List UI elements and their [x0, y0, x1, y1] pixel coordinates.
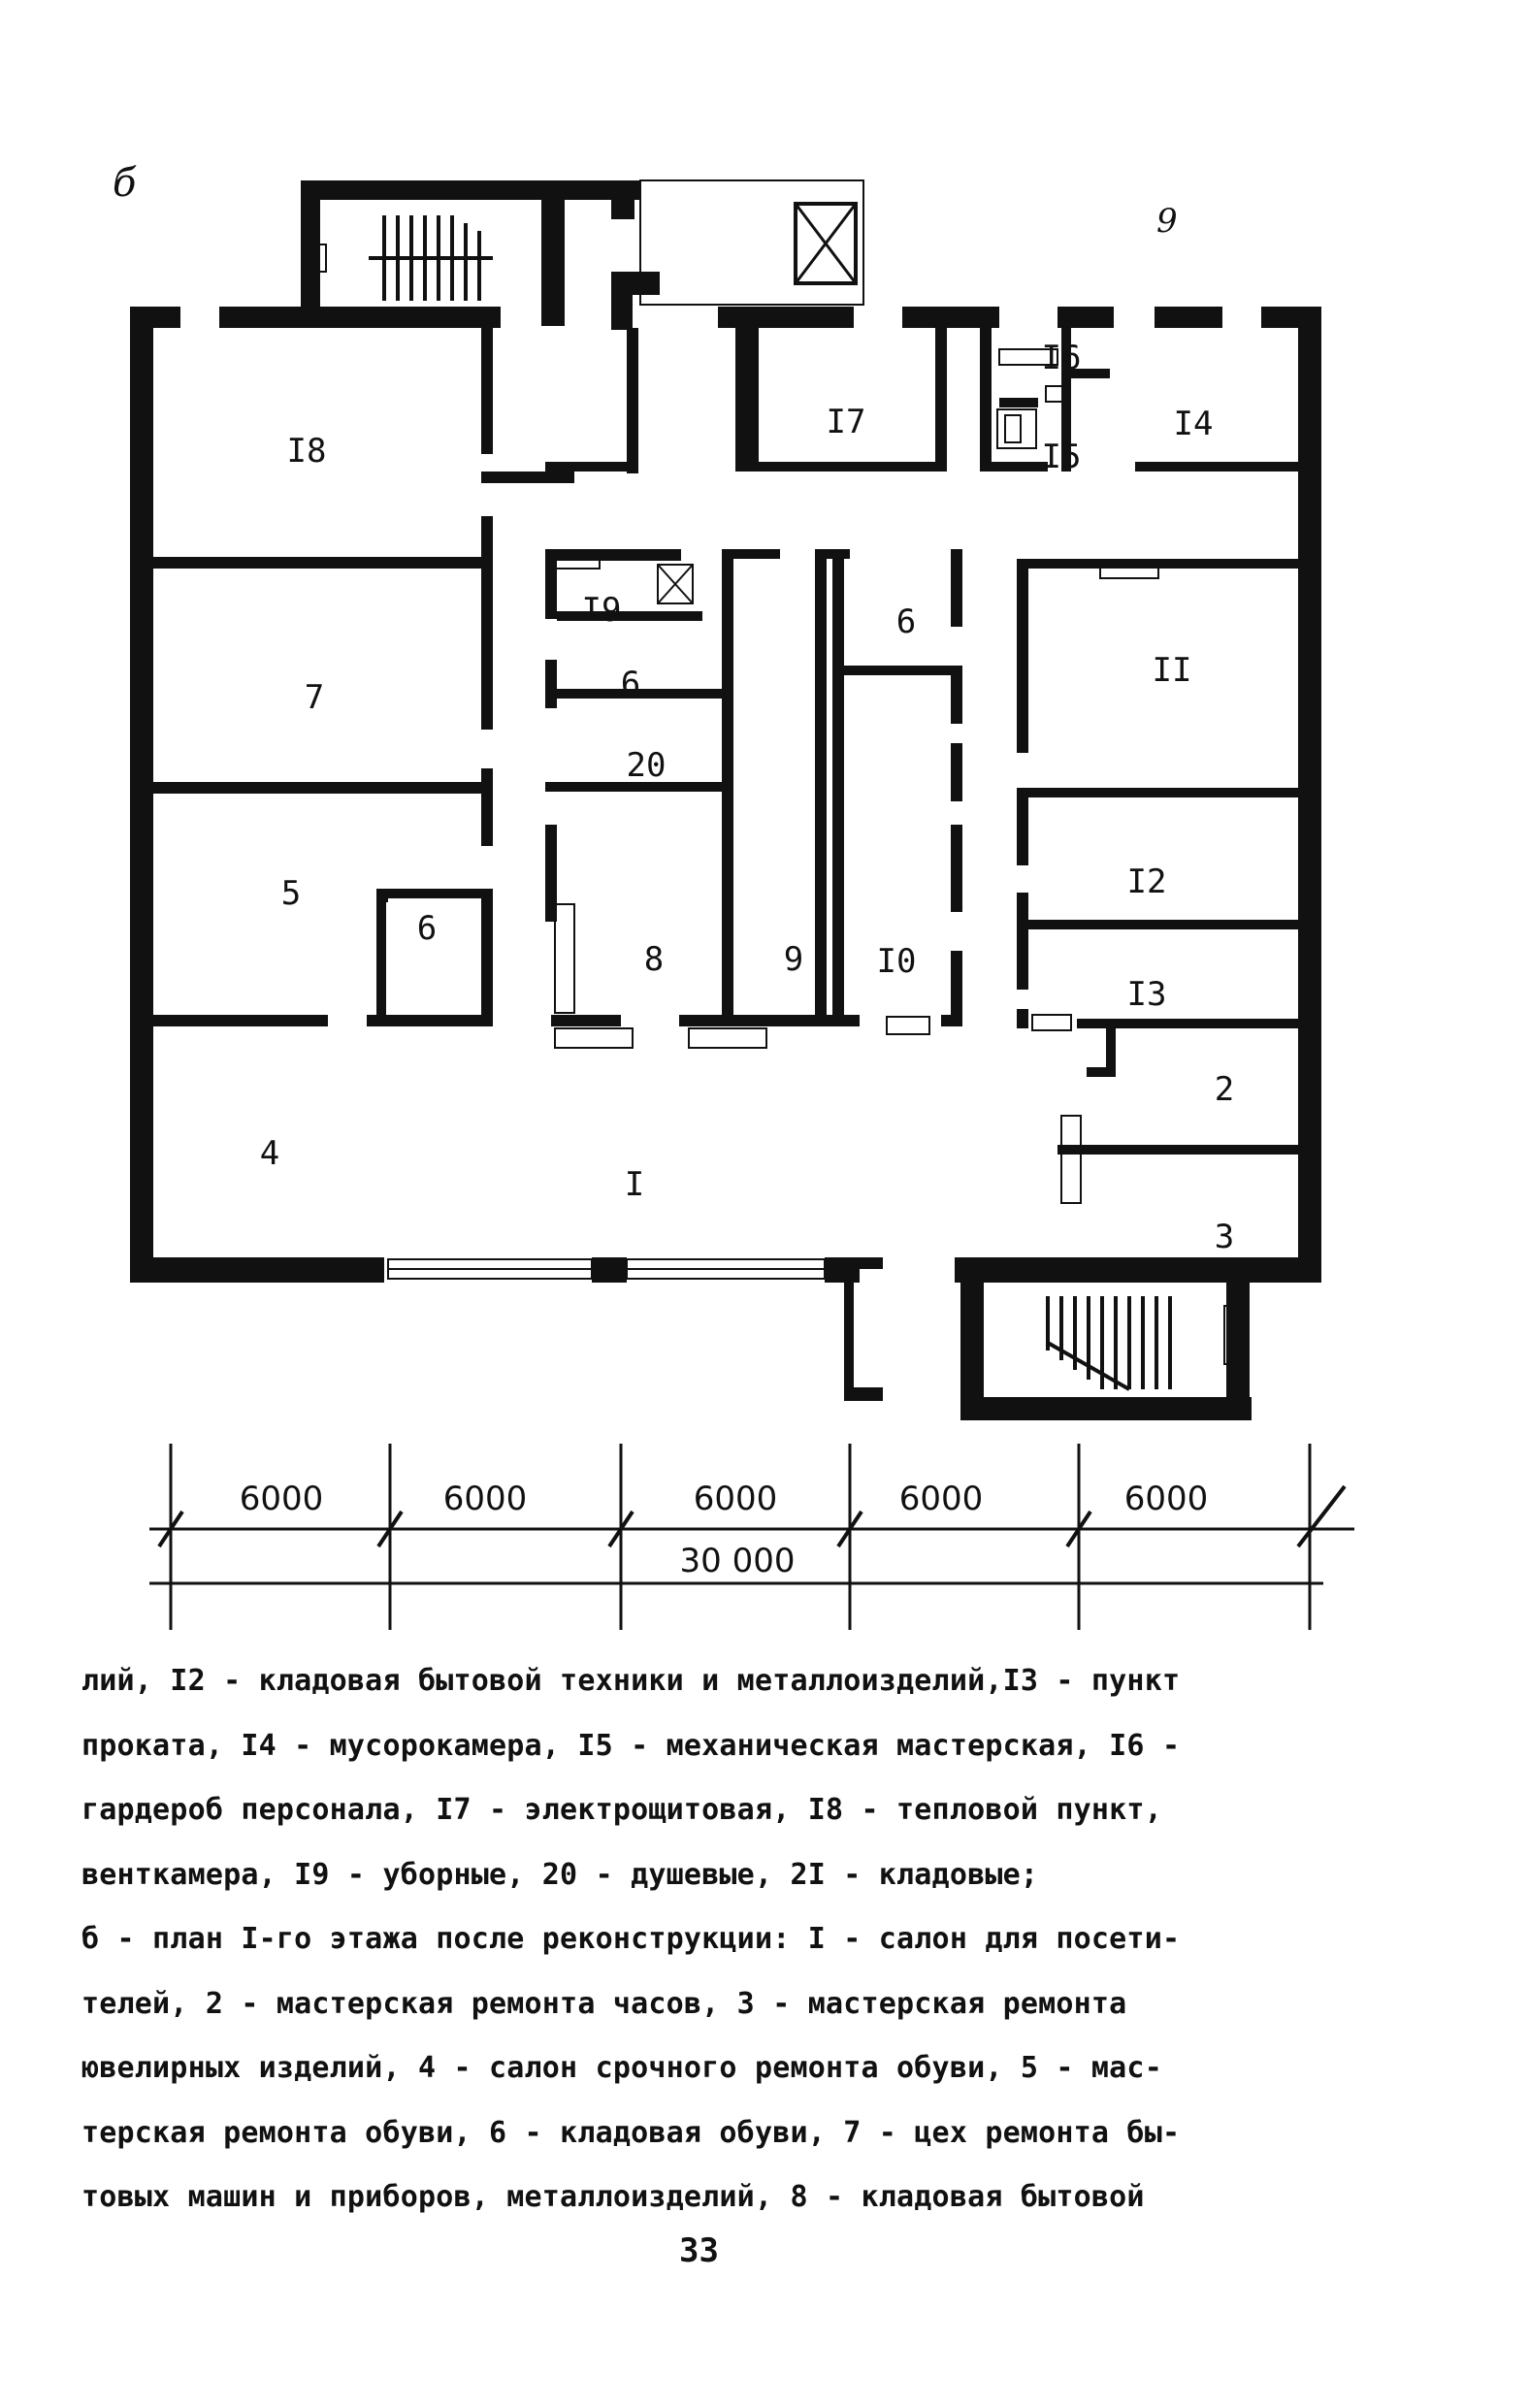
room-label-13: I3 — [1127, 975, 1167, 1014]
room-label-14: I4 — [1174, 405, 1214, 443]
room-label-6-center: 6 — [621, 665, 640, 703]
room-label-7: 7 — [305, 678, 324, 717]
page-number: 33 — [679, 2231, 719, 2270]
dimension-span-3: 6000 — [694, 1480, 778, 1518]
room-label-11: II — [1153, 651, 1192, 690]
interior-walls — [153, 328, 1298, 1155]
room-label-10: I0 — [877, 942, 917, 981]
dimension-span-5: 6000 — [1124, 1480, 1209, 1518]
room-label-5: 5 — [281, 874, 301, 913]
room-label-6-upper-right: 6 — [896, 602, 916, 641]
room-labels: I8 I7 I6 I5 I4 I9 6 20 6 II 7 5 6 8 9 I0… — [260, 339, 1234, 1256]
dimension-total: 30 000 — [680, 1542, 796, 1580]
dimension-span-4: 6000 — [899, 1480, 984, 1518]
caption-line: товых машин и приборов, металлоизделий, … — [81, 2180, 1145, 2214]
caption-line: телей, 2 - мастерская ремонта часов, 3 -… — [81, 1986, 1127, 2021]
dimension-span-2: 6000 — [443, 1480, 528, 1518]
fixtures — [554, 348, 1159, 1204]
room-label-2: 2 — [1215, 1070, 1234, 1109]
corner-mark: 9 — [1156, 202, 1178, 241]
room-label-6-lower-left: 6 — [417, 909, 437, 948]
room-label-3: 3 — [1215, 1218, 1234, 1256]
room-label-12: I2 — [1127, 862, 1167, 901]
caption-line: проката, I4 - мусорокамера, I5 - механич… — [81, 1728, 1181, 1763]
room-label-16: I6 — [1042, 339, 1082, 377]
room-label-4: 4 — [260, 1134, 279, 1173]
caption-line: терская ремонта обуви, 6 - кладовая обув… — [81, 2115, 1181, 2150]
figure-label: б — [113, 161, 137, 206]
room-label-18: I8 — [287, 432, 327, 471]
floor-plan: I8 I7 I6 I5 I4 I9 6 20 6 II 7 5 6 8 9 I0… — [130, 179, 1354, 1630]
room-label-19: I9 — [582, 591, 622, 630]
room-label-15: I5 — [1042, 438, 1082, 476]
caption-line: гардероб персонала, I7 - электрощитовая,… — [81, 1793, 1162, 1827]
figure-caption: лий, I2 - кладовая бытовой техники и мет… — [81, 1649, 1304, 2230]
room-label-17: I7 — [827, 403, 866, 441]
dimension-labels: 6000 6000 6000 6000 6000 30 000 — [240, 1480, 1209, 1580]
room-label-8: 8 — [644, 940, 664, 979]
room-label-20: 20 — [627, 746, 667, 785]
caption-line: ювелирных изделий, 4 - салон срочного ре… — [81, 2051, 1162, 2085]
dimension-chain — [149, 1444, 1354, 1630]
entrance-and-stairs — [301, 179, 1252, 1420]
dimension-span-1: 6000 — [240, 1480, 324, 1518]
room-label-9: 9 — [784, 940, 803, 979]
room-label-1: I — [625, 1165, 644, 1204]
caption-line: венткамера, I9 - уборные, 20 - душевые, … — [81, 1857, 1039, 1892]
caption-line: б - план I-го этажа после реконструкции:… — [81, 1922, 1181, 1956]
caption-line: лий, I2 - кладовая бытовой техники и мет… — [81, 1664, 1181, 1698]
window-panels — [131, 494, 1320, 1280]
